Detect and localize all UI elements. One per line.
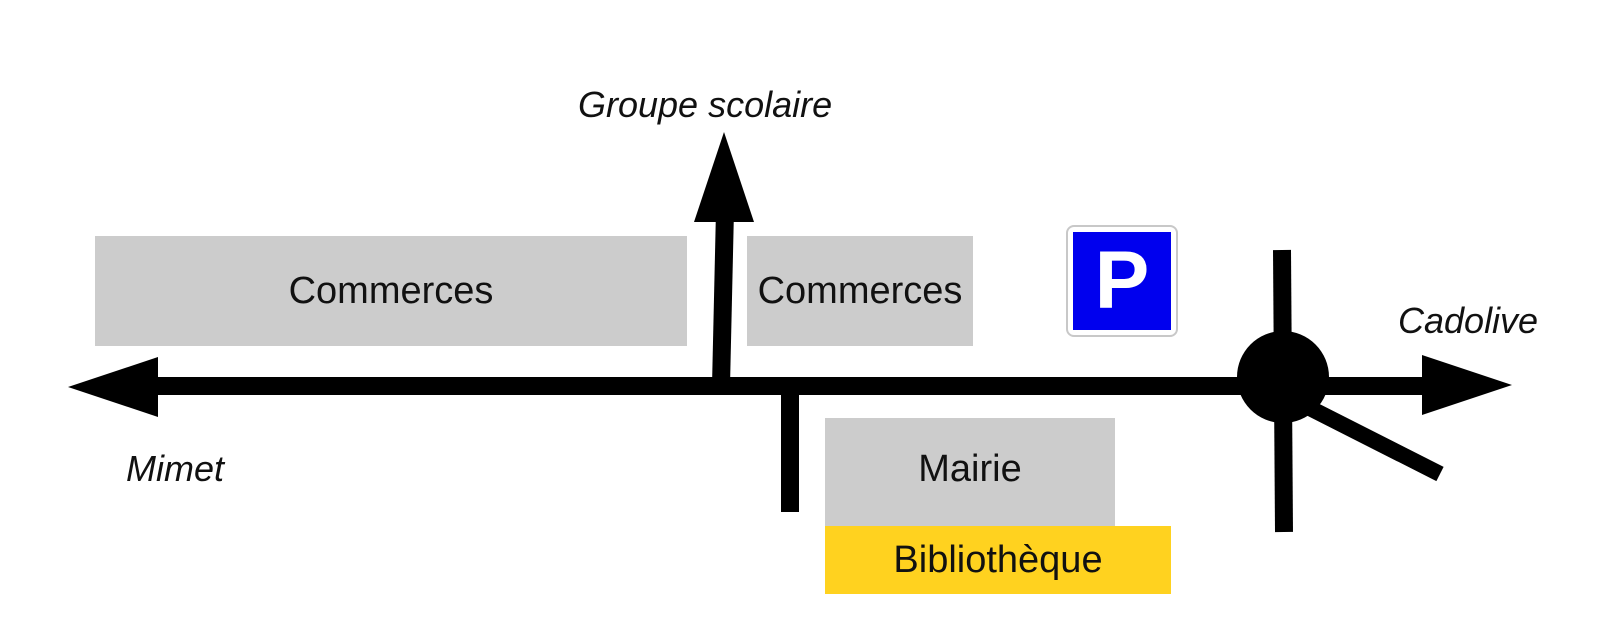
roundabout	[1237, 331, 1329, 423]
arrow-west-mimet	[68, 357, 158, 417]
library-label: Bibliothèque	[893, 538, 1103, 581]
parking-letter: P	[1094, 235, 1150, 326]
place-label-mimet: Mimet	[126, 448, 224, 489]
shops-right-label: Commerces	[757, 269, 963, 312]
shops-right-block: Commerces	[747, 236, 973, 346]
arrow-north-school	[694, 132, 754, 222]
library-block: Bibliothèque	[825, 526, 1171, 594]
shops-left-block: Commerces	[95, 236, 687, 346]
place-label-school: Groupe scolaire	[578, 84, 833, 125]
road-to-school	[712, 209, 734, 387]
arrow-east-cadolive	[1422, 355, 1512, 415]
parking-sign-icon: P	[1066, 225, 1178, 337]
town-hall-block: Mairie	[825, 418, 1115, 526]
town-hall-label: Mairie	[918, 447, 1022, 490]
shops-left-label: Commerces	[288, 269, 494, 312]
roundabout-road-southeast	[1286, 390, 1444, 482]
parking-sign-panel: P	[1073, 232, 1171, 330]
place-label-cadolive: Cadolive	[1398, 300, 1539, 341]
